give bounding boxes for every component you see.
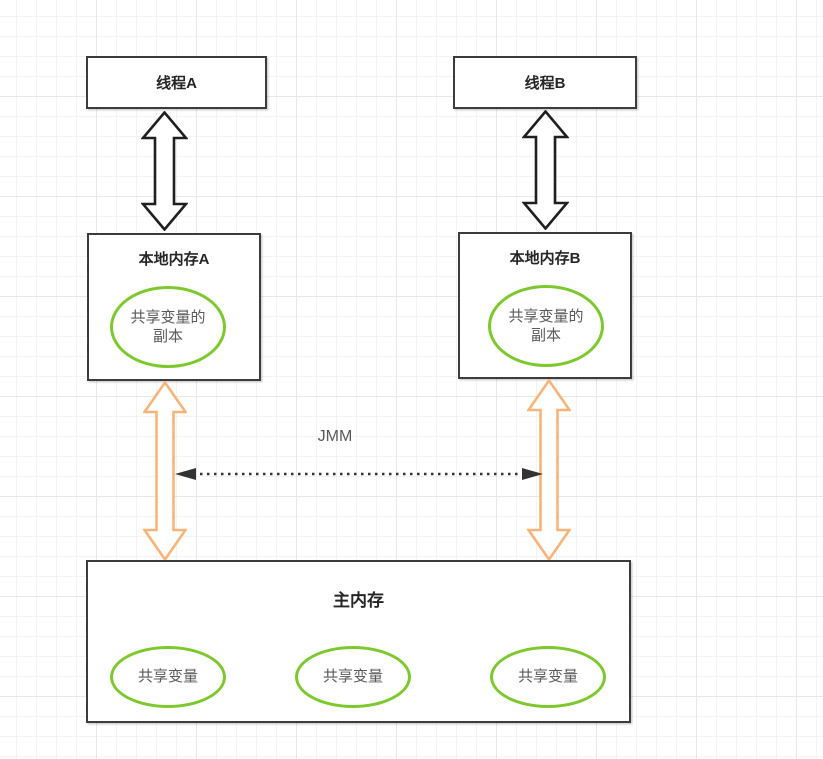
double-arrow-vertical-orange-b-icon[interactable] (527, 379, 571, 561)
shared-variable-copy-a-ellipse[interactable]: 共享变量的 副本 (110, 286, 226, 368)
copy-a-line1: 共享变量的 (130, 308, 206, 326)
thread-b-box[interactable]: 线程B (453, 56, 637, 109)
local-memory-b-box[interactable]: 本地内存B 共享变量的 副本 (458, 232, 632, 379)
local-memory-a-box[interactable]: 本地内存A 共享变量的 副本 (87, 233, 261, 381)
jmm-label: JMM (317, 428, 353, 445)
shared-variable-label-3: 共享变量 (517, 668, 578, 686)
main-memory-box[interactable]: 主内存 共享变量 共享变量 共享变量 (86, 560, 631, 723)
shared-variable-label-1: 共享变量 (137, 668, 198, 686)
copy-b-line2: 副本 (530, 327, 561, 344)
double-arrow-vertical-orange-a-icon[interactable] (143, 381, 187, 561)
shared-variable-copy-a-label: 共享变量的 副本 (130, 308, 205, 347)
double-arrow-vertical-black-b-icon[interactable] (522, 110, 569, 230)
shared-variable-ellipse-3[interactable]: 共享变量 (490, 646, 606, 708)
copy-a-line2: 副本 (152, 328, 183, 345)
thread-a-label: 线程A (156, 75, 197, 92)
local-memory-b-title: 本地内存B (509, 250, 581, 267)
shared-variable-label-2: 共享变量 (322, 668, 383, 686)
copy-b-line1: 共享变量的 (508, 307, 584, 325)
thread-a-box[interactable]: 线程A (86, 56, 267, 109)
shared-variable-copy-b-ellipse[interactable]: 共享变量的 副本 (488, 285, 604, 367)
shared-variable-ellipse-1[interactable]: 共享变量 (110, 646, 226, 708)
jmm-dotted-double-arrow-icon[interactable] (175, 466, 543, 482)
shared-variable-ellipse-2[interactable]: 共享变量 (295, 646, 411, 708)
thread-b-label: 线程B (524, 75, 566, 92)
main-memory-title: 主内存 (333, 591, 384, 610)
double-arrow-vertical-black-a-icon[interactable] (141, 111, 188, 231)
shared-variable-copy-b-label: 共享变量的 副本 (508, 307, 583, 346)
local-memory-a-title: 本地内存A (138, 251, 210, 268)
